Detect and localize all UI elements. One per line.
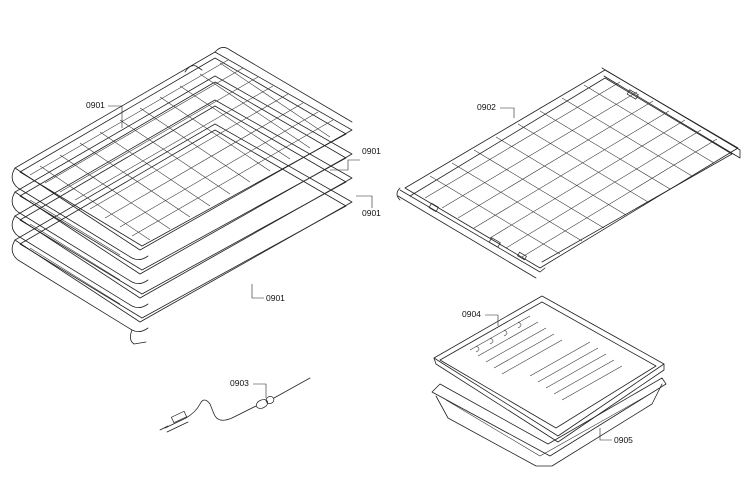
broil-pan-label: 0905 (599, 428, 633, 445)
svg-text:0903: 0903 (230, 378, 249, 388)
oven-racks-stack (11, 47, 353, 345)
svg-text:0901: 0901 (266, 293, 285, 303)
broil-pan (431, 377, 667, 467)
svg-text:0901: 0901 (362, 146, 381, 156)
broil-grid-label: 0904 (462, 309, 499, 326)
svg-text:0904: 0904 (462, 309, 481, 319)
svg-text:0901: 0901 (362, 208, 381, 218)
meat-probe (159, 377, 311, 433)
rack-label-b: 0901 (330, 146, 381, 171)
rack-label-d: 0901 (251, 284, 285, 303)
svg-text:0902: 0902 (477, 102, 496, 112)
sliding-rack (396, 67, 741, 279)
svg-text:0901: 0901 (86, 100, 105, 110)
svg-text:0905: 0905 (614, 435, 633, 445)
sliding-rack-label: 0902 (477, 102, 515, 118)
broil-grid (433, 295, 665, 443)
rack-label-a: 0901 (86, 100, 123, 128)
rack-label-c: 0901 (356, 195, 381, 218)
probe-label: 0903 (230, 378, 267, 398)
